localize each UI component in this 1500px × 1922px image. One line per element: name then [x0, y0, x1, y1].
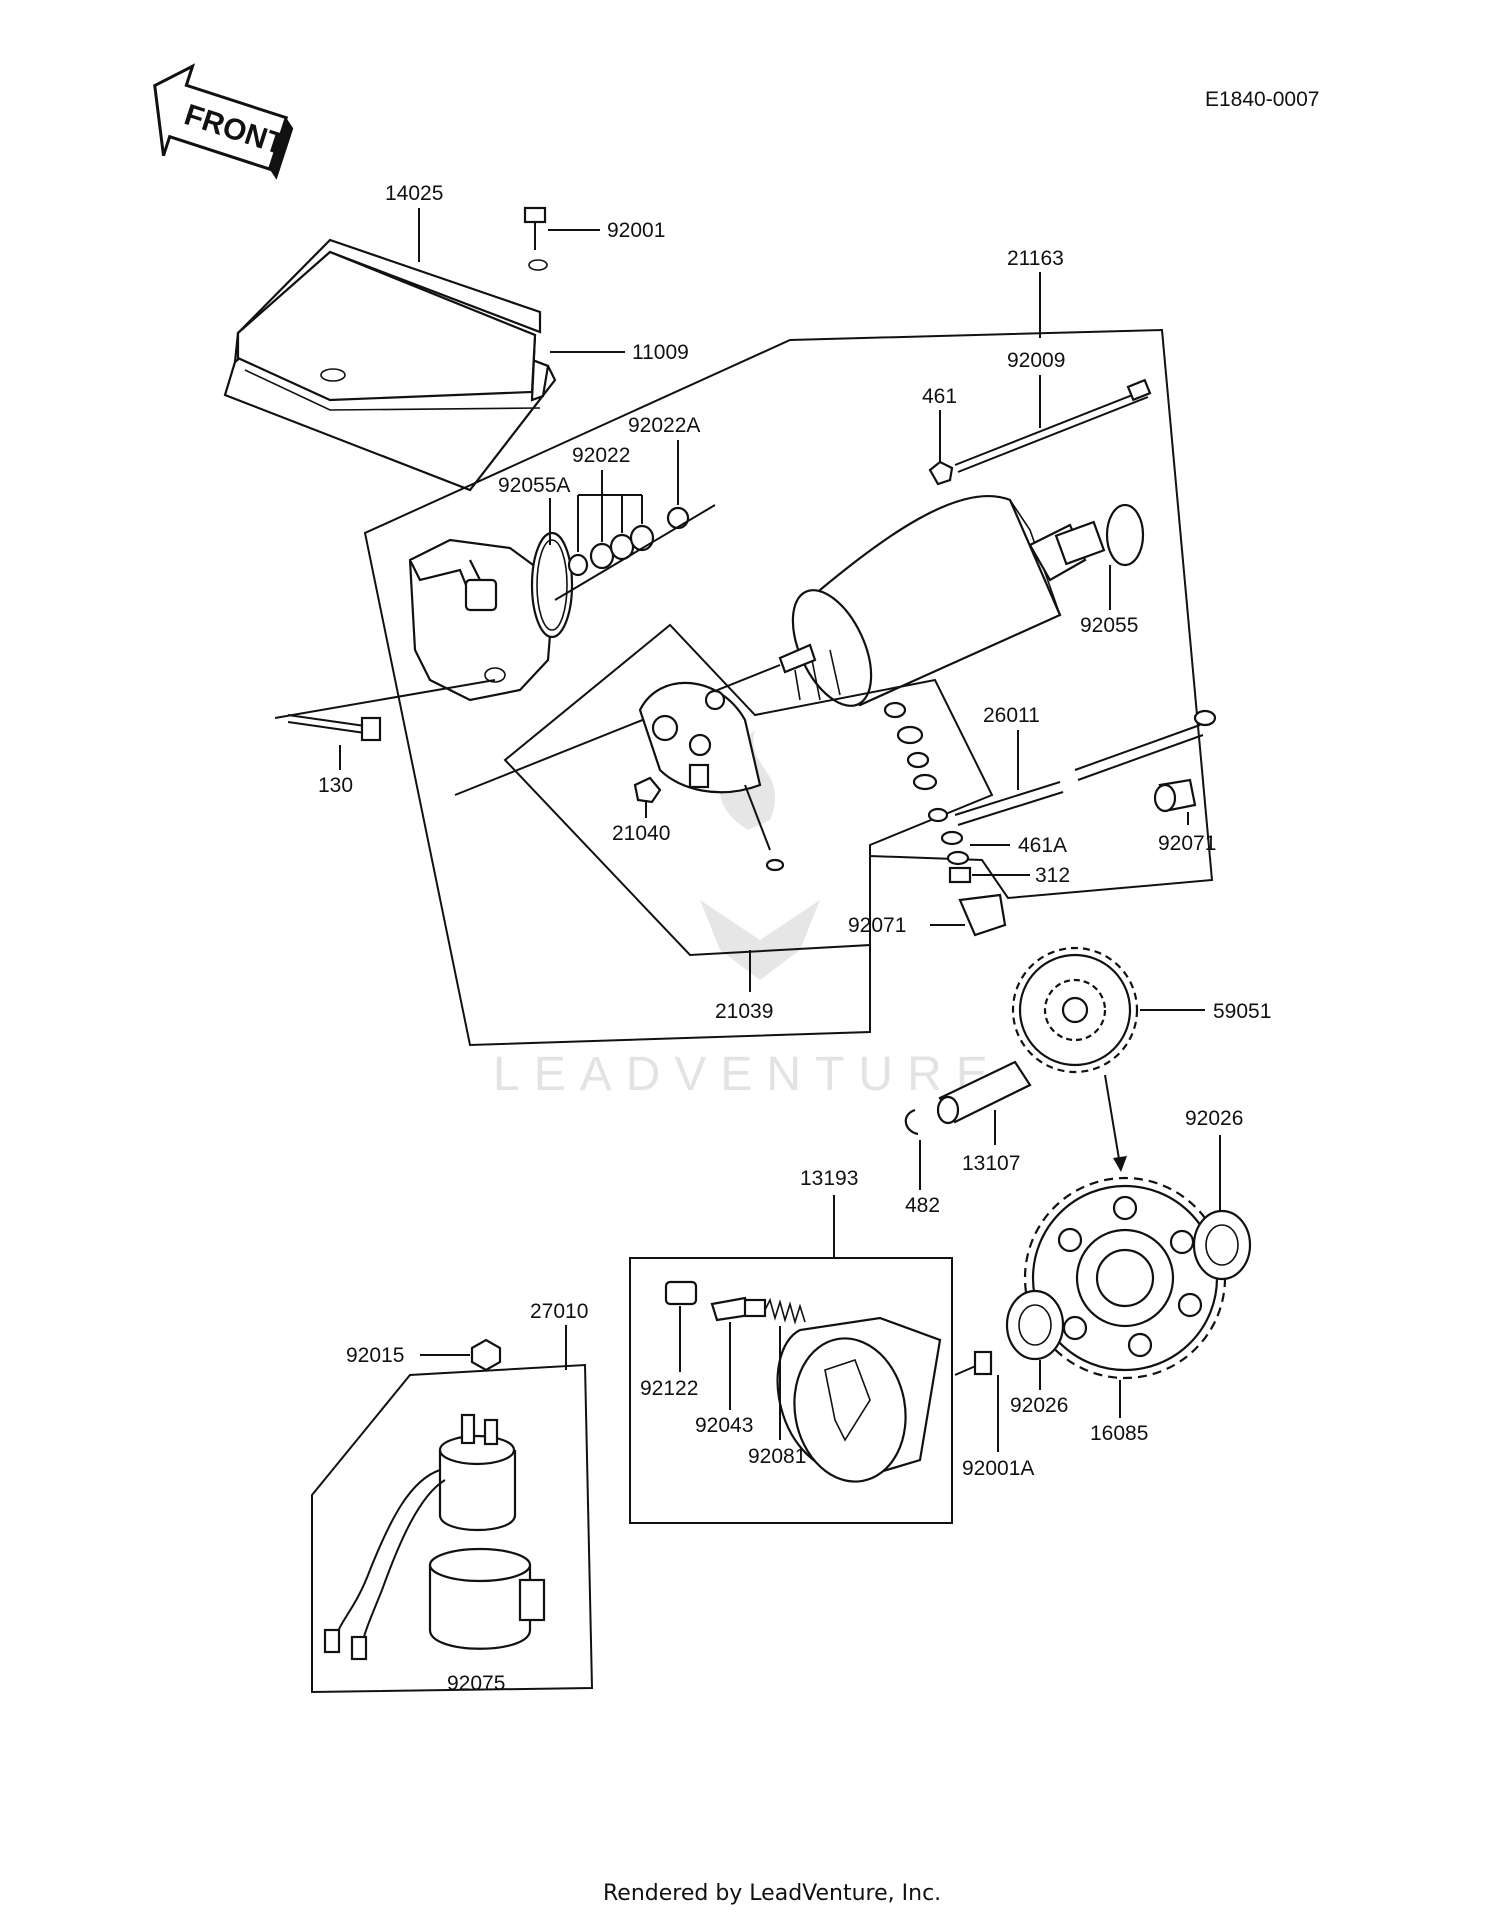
callout-21040: 21040 [612, 822, 670, 845]
footer-credit: Rendered by LeadVenture, Inc. [603, 1881, 941, 1906]
callout-92071-upper: 92071 [1158, 832, 1216, 855]
nut-92015 [470, 1338, 502, 1372]
callout-59051: 59051 [1213, 1000, 1271, 1023]
spring-92081 [764, 1297, 806, 1325]
cover-assembly [223, 238, 557, 492]
bolt-92001 [523, 206, 547, 250]
callout-92043: 92043 [695, 1414, 753, 1437]
shaft-13107 [936, 1060, 1032, 1125]
bolt-92001A [954, 1350, 993, 1376]
relay-cover-92075 [428, 1547, 546, 1650]
callout-21163: 21163 [1007, 247, 1064, 270]
motor-body [778, 494, 1145, 707]
callout-27010: 27010 [530, 1300, 588, 1323]
roller-92122 [664, 1280, 698, 1306]
watermark: LEADVENTURE [493, 730, 1002, 1101]
terminal-stack [883, 701, 972, 884]
callout-92071-lower: 92071 [848, 914, 906, 937]
callout-21039: 21039 [715, 1000, 773, 1023]
clutch-assembly-box [629, 1257, 953, 1524]
callout-16085: 16085 [1090, 1422, 1148, 1445]
callout-92026-upper: 92026 [1185, 1107, 1243, 1130]
end-cover [408, 531, 574, 702]
callout-92075: 92075 [447, 1672, 505, 1695]
callout-461: 461 [922, 385, 957, 408]
callout-92022: 92022 [572, 444, 630, 467]
callout-130: 130 [318, 774, 353, 797]
callout-92122: 92122 [640, 1377, 698, 1400]
nut-461 [928, 460, 954, 486]
watermark-text: LEADVENTURE [493, 1048, 1002, 1101]
nut-21040 [633, 776, 662, 804]
callout-92001A: 92001A [962, 1457, 1034, 1480]
callout-312: 312 [1035, 864, 1070, 887]
washers-92022 [567, 506, 690, 577]
idler-gear-59051 [1011, 946, 1139, 1074]
callout-92081: 92081 [748, 1445, 806, 1468]
callout-92001: 92001 [607, 219, 665, 242]
callout-92055A: 92055A [498, 474, 570, 497]
callout-13107: 13107 [962, 1152, 1020, 1175]
washer-92026-right [1192, 1209, 1252, 1281]
callout-92055: 92055 [1080, 614, 1138, 637]
pin-92043 [710, 1296, 767, 1322]
front-arrow-icon: FRONT [153, 63, 294, 180]
lead-26011 [954, 709, 1217, 826]
circlip-482 [904, 1108, 919, 1136]
starter-relay [323, 1413, 517, 1661]
callout-14025: 14025 [385, 182, 443, 205]
gear-mesh-arrow [1104, 1074, 1121, 1166]
callout-92026-lower: 92026 [1010, 1394, 1068, 1417]
bolt-130 [287, 714, 382, 742]
callout-11009: 11009 [632, 341, 689, 364]
driven-gear-16085 [1023, 1176, 1227, 1380]
callout-26011: 26011 [983, 704, 1040, 727]
callout-461A: 461A [1018, 834, 1067, 857]
callout-482: 482 [905, 1194, 940, 1217]
callout-92015: 92015 [346, 1344, 404, 1367]
relay-assembly-outline [311, 1363, 594, 1694]
washer-92026-left [1005, 1289, 1065, 1361]
callout-92009: 92009 [1007, 349, 1065, 372]
callout-92022A: 92022A [628, 414, 700, 437]
callout-13193: 13193 [800, 1167, 858, 1190]
boot-92071-lower [958, 893, 1007, 937]
starter-assembly-outline [363, 328, 1214, 1047]
clutch-housing [776, 1316, 942, 1483]
brush-plate [638, 681, 785, 872]
through-bolt [954, 389, 1146, 466]
drawing-code: E1840-0007 [1205, 88, 1319, 111]
